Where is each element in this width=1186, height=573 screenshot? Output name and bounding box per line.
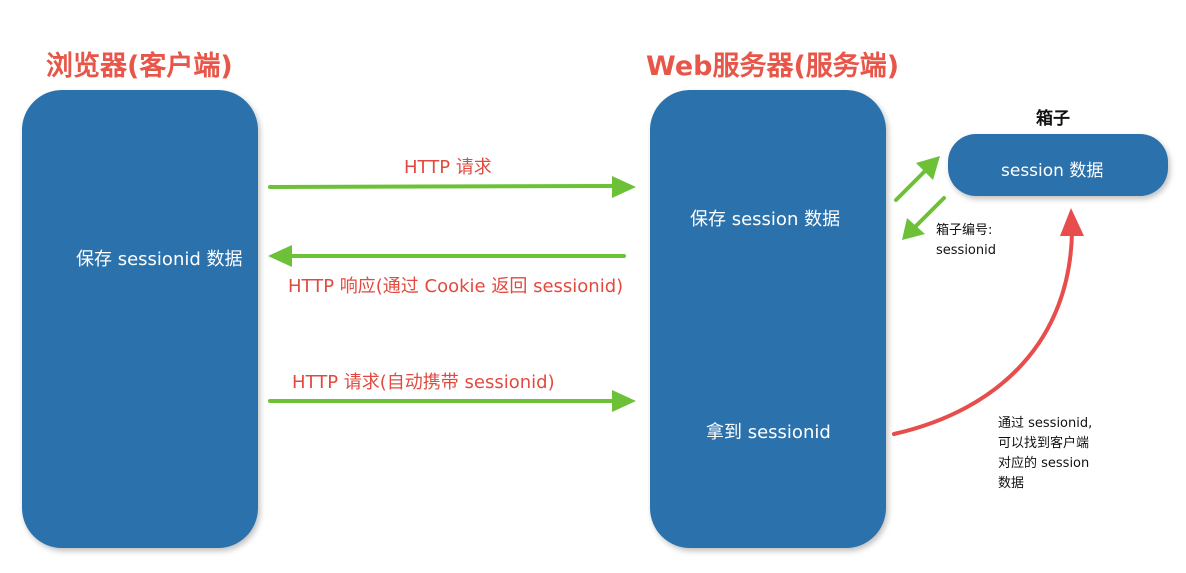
arrow-request-with-sessionid <box>268 390 636 412</box>
arrow-server-to-box <box>894 156 940 202</box>
lookup-note-line1: 通过 sessionid, <box>998 416 1093 431</box>
http-request-label: HTTP 请求 <box>404 157 492 178</box>
browser-sessionid-label: 保存 sessionid 数据 <box>76 249 243 270</box>
box-number-line2: sessionid <box>936 243 996 258</box>
arrow-request-to-server <box>268 176 636 198</box>
server-title: Web服务器(服务端) <box>646 51 900 82</box>
box-number-line1: 箱子编号: <box>936 223 993 238</box>
browser-panel <box>22 90 258 548</box>
lookup-note: 通过 sessionid, 可以找到客户端 对应的 session 数据 <box>998 414 1092 494</box>
lookup-note-line3: 对应的 session <box>998 456 1090 471</box>
arrow-box-to-server <box>902 196 946 240</box>
browser-title: 浏览器(客户端) <box>46 51 233 82</box>
http-request-with-sessionid-label: HTTP 请求(自动携带 sessionid) <box>292 372 555 393</box>
server-get-sessionid-label: 拿到 sessionid <box>706 422 831 443</box>
arrow-response-to-browser <box>268 245 626 267</box>
box-title: 箱子 <box>1036 109 1070 129</box>
lookup-note-line4: 数据 <box>998 476 1025 491</box>
arrow-lookup-session <box>892 208 1084 436</box>
session-box <box>948 134 1168 196</box>
server-save-session-label: 保存 session 数据 <box>690 209 841 230</box>
session-box-label: session 数据 <box>1001 161 1104 181</box>
http-response-label: HTTP 响应(通过 Cookie 返回 sessionid) <box>288 276 624 297</box>
server-panel <box>650 90 886 548</box>
lookup-note-line2: 可以找到客户端 <box>998 436 1090 451</box>
box-number-note: 箱子编号: sessionid <box>936 221 996 261</box>
